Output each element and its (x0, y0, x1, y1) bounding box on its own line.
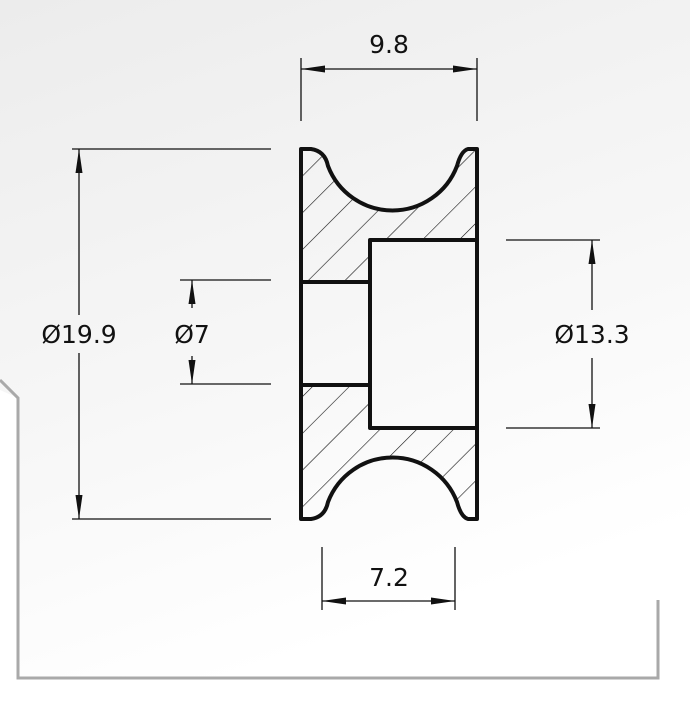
hatch-region-top (301, 149, 477, 282)
dim-outer-diameter: Ø19.9 (41, 320, 116, 349)
outer-profile (299, 147, 479, 521)
dim-bore-diameter: Ø7 (174, 320, 210, 349)
dimension-labels: 9.8 Ø19.9 Ø7 Ø13.3 7.2 (41, 30, 629, 592)
dim-overall-width: 9.8 (369, 30, 409, 59)
background-panel (0, 0, 690, 680)
hatch-region-bottom (301, 385, 477, 519)
counterbore-outline (368, 238, 479, 430)
dimension-lines (75, 65, 596, 605)
dim-counterbore-diameter: Ø13.3 (554, 320, 629, 349)
part-outline (299, 147, 479, 521)
dim-groove-width: 7.2 (369, 563, 409, 592)
section-hatching (301, 149, 477, 519)
